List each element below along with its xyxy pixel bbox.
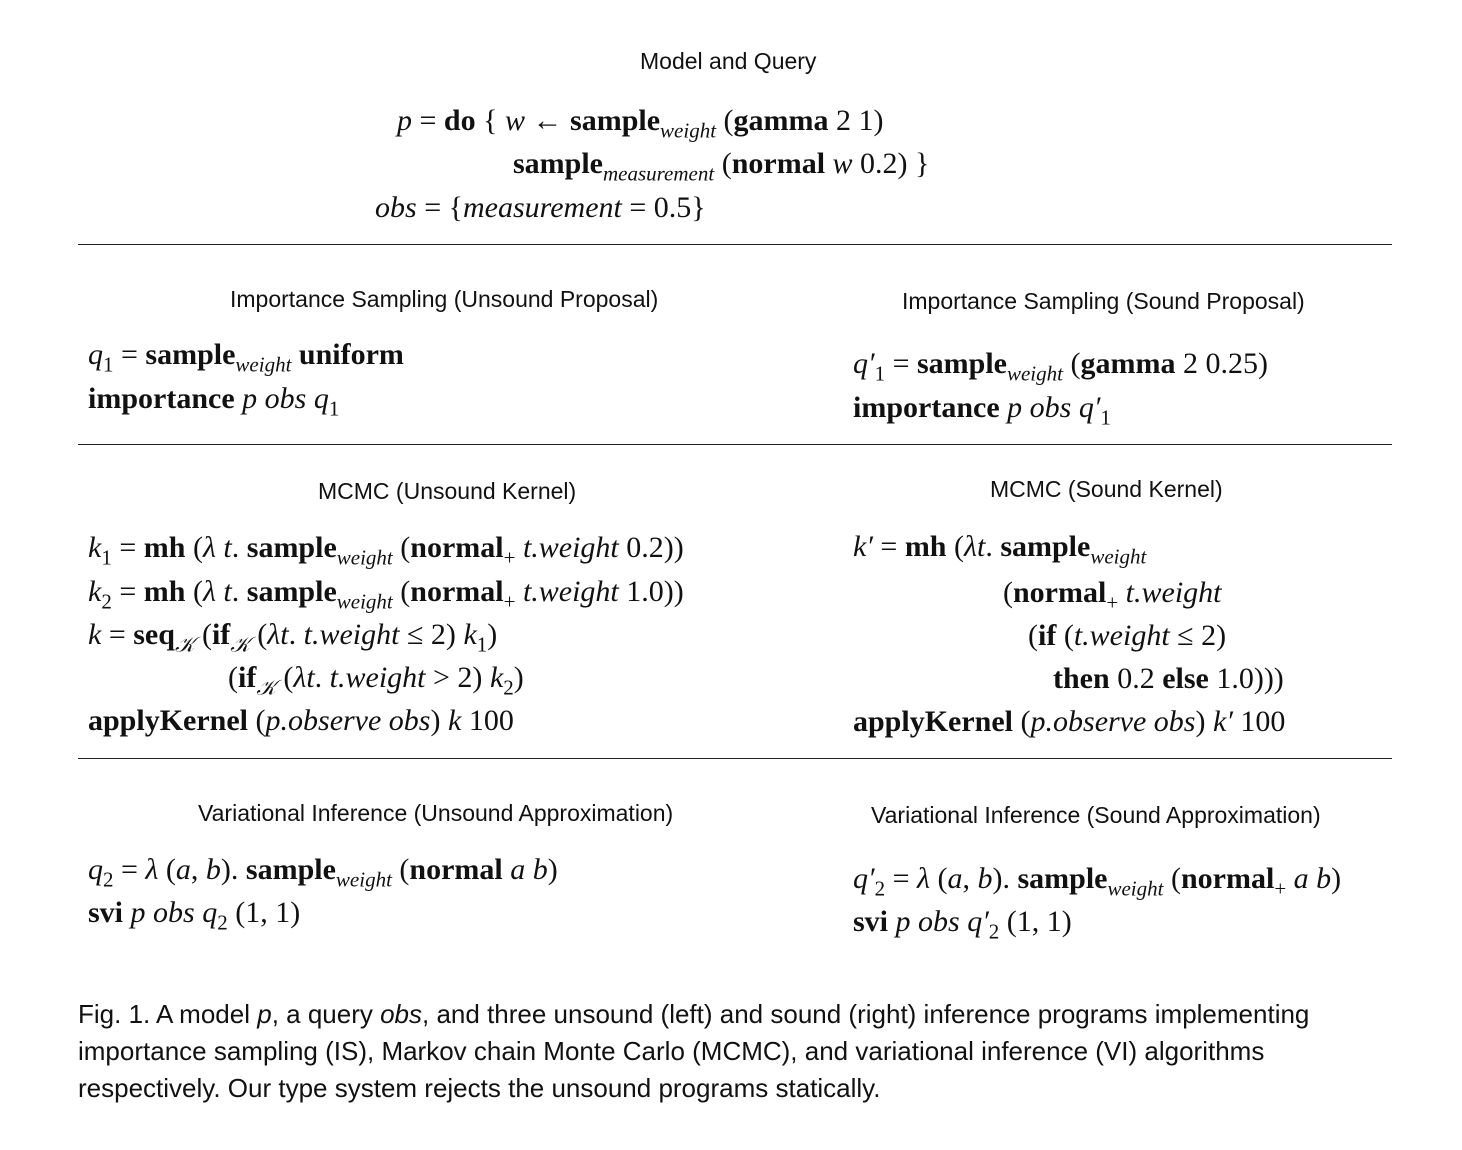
divider-1 (78, 244, 1392, 245)
is-unsound-heading: Importance Sampling (Unsound Proposal) (230, 286, 659, 312)
mcmc-unsound-line-1: k1 = mh (λ t. sampleweight (normal+ t.we… (88, 531, 684, 570)
mcmc-sound-line-3: (if (t.weight ≤ 2) (1028, 619, 1227, 652)
model-line-3: obs = {measurement = 0.5} (375, 191, 706, 224)
mcmc-sound-heading: MCMC (Sound Kernel) (990, 476, 1223, 502)
model-line-1: p = do { w ← sampleweight (gamma 2 1) (397, 104, 884, 143)
mcmc-unsound-line-2: k2 = mh (λ t. sampleweight (normal+ t.we… (88, 575, 684, 614)
vi-sound-heading: Variational Inference (Sound Approximati… (871, 802, 1321, 828)
mcmc-sound-line-4: then 0.2 else 1.0))) (1053, 662, 1284, 695)
vi-sound-line-2: svi p obs q′2 (1, 1) (853, 905, 1072, 944)
divider-2 (78, 444, 1392, 445)
mcmc-sound-line-5: applyKernel (p.observe obs) k′ 100 (853, 705, 1286, 738)
is-sound-line-1: q′1 = sampleweight (gamma 2 0.25) (853, 347, 1268, 386)
mcmc-unsound-line-4: (if𝒦 (λt. t.weight > 2) k2) (228, 661, 524, 700)
model-heading: Model and Query (640, 48, 817, 74)
mcmc-sound-line-2: (normal+ t.weight (1003, 576, 1222, 615)
mcmc-unsound-heading: MCMC (Unsound Kernel) (318, 478, 577, 504)
is-sound-line-2: importance p obs q′1 (853, 391, 1111, 430)
divider-3 (78, 758, 1392, 759)
vi-unsound-line-2: svi p obs q2 (1, 1) (88, 896, 301, 935)
mcmc-unsound-line-5: applyKernel (p.observe obs) k 100 (88, 704, 514, 737)
vi-unsound-heading: Variational Inference (Unsound Approxima… (198, 800, 674, 826)
is-sound-heading: Importance Sampling (Sound Proposal) (902, 288, 1305, 314)
model-line-2: samplemeasurement (normal w 0.2) } (513, 147, 930, 186)
vi-unsound-line-1: q2 = λ (a, b). sampleweight (normal a b) (88, 853, 558, 892)
is-unsound-line-2: importance p obs q1 (88, 382, 340, 421)
mcmc-unsound-line-3: k = seq𝒦 (if𝒦 (λt. t.weight ≤ 2) k1) (88, 618, 498, 657)
is-unsound-line-1: q1 = sampleweight uniform (88, 338, 404, 377)
mcmc-sound-line-1: k′ = mh (λt. sampleweight (853, 530, 1147, 569)
vi-sound-line-1: q′2 = λ (a, b). sampleweight (normal+ a … (853, 862, 1342, 901)
figure-caption: Fig. 1. A model p, a query obs, and thre… (78, 999, 1310, 1103)
